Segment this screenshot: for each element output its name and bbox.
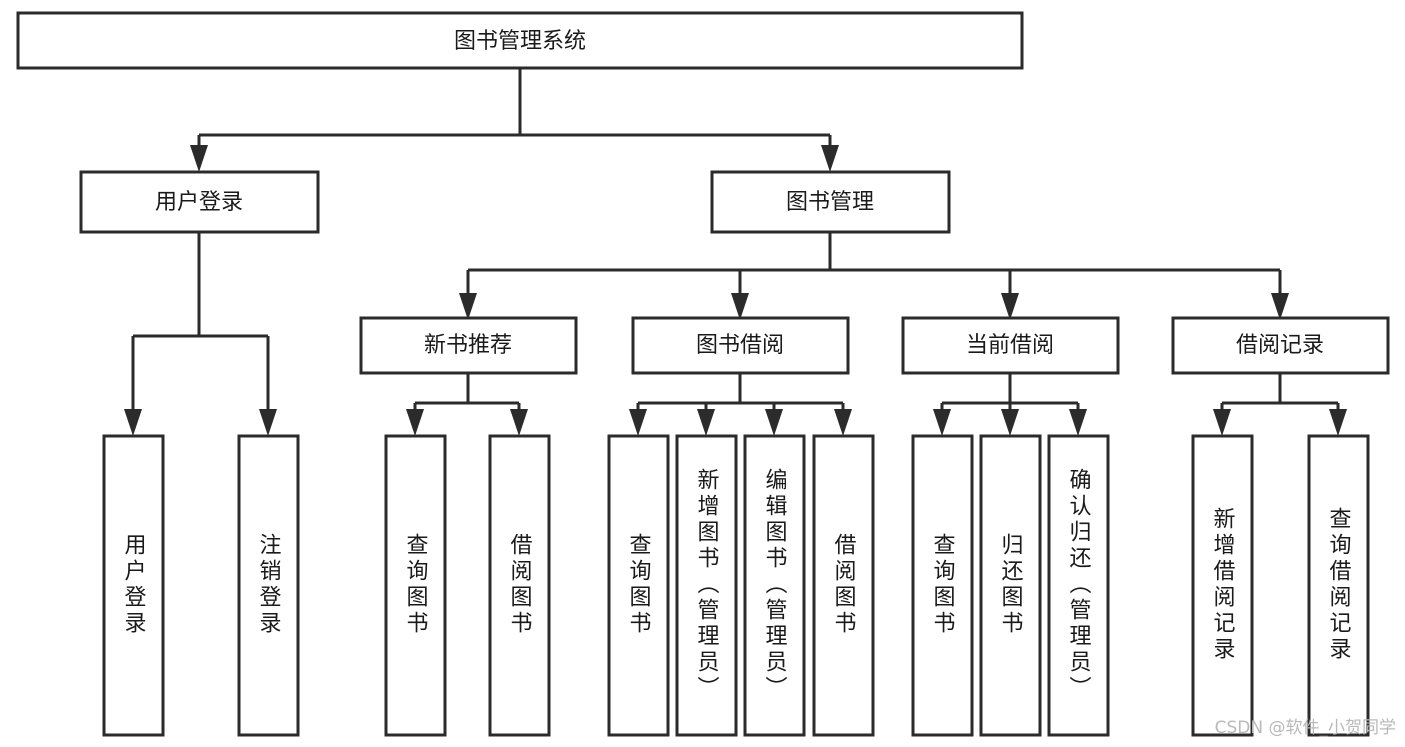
leaf-new-book-1-label: 查询图书 <box>403 533 429 637</box>
connectors-new-book-to-leaves <box>406 373 528 436</box>
arrow-to-borrow-icon <box>731 293 749 320</box>
arrow-current-leaf1-icon <box>933 409 951 436</box>
leaf-borrow-1-label: 查询图书 <box>626 533 652 637</box>
leaf-borrow-4-label: 借阅图书 <box>831 533 857 637</box>
connectors-book-mgmt-to-level3 <box>459 232 1289 320</box>
node-new-book-recommend[interactable]: 新书推荐 <box>359 316 578 375</box>
connectors-borrow-to-leaves <box>629 373 852 436</box>
leaf-user-login-1-box[interactable] <box>102 434 165 737</box>
leaf-user-login-1[interactable]: 用户登录 <box>102 434 165 737</box>
leaf-new-book-2-box[interactable] <box>488 434 551 737</box>
leaf-new-book-1[interactable]: 查询图书 <box>384 434 447 737</box>
leaf-records-1-box[interactable] <box>1191 434 1254 737</box>
arrow-to-records-icon <box>1271 293 1289 320</box>
leaf-borrow-4-box[interactable] <box>812 434 875 737</box>
arrow-new-book-leaf2-icon <box>510 409 528 436</box>
leaf-current-1-label: 查询图书 <box>930 533 956 637</box>
leaf-records-2-box[interactable] <box>1307 434 1370 737</box>
arrow-to-new-book-icon <box>459 293 477 320</box>
node-borrow-records-label: 借阅记录 <box>1236 333 1324 358</box>
arrow-current-leaf2-icon <box>1001 409 1019 436</box>
node-book-borrow[interactable]: 图书借阅 <box>631 316 850 375</box>
arrow-records-leaf1-icon <box>1213 409 1231 436</box>
arrow-borrow-leaf2-icon <box>697 409 715 436</box>
leaf-current-2-box[interactable] <box>979 434 1042 737</box>
leaf-records-1-label: 新增借阅记录 <box>1210 507 1236 663</box>
connectors-root-to-level2 <box>190 68 839 172</box>
node-root-system-box[interactable] <box>16 11 1024 70</box>
leaf-current-2-label: 归还图书 <box>998 533 1024 637</box>
leaf-current-2[interactable]: 归还图书 <box>979 434 1042 737</box>
leaf-current-3-label: 确认归还（管理员） <box>1066 468 1092 702</box>
node-root-system[interactable]: 图书管理系统 <box>16 11 1024 70</box>
connectors-current-to-leaves <box>933 373 1087 436</box>
node-user-login[interactable]: 用户登录 <box>79 170 320 234</box>
node-book-management[interactable]: 图书管理 <box>710 170 951 234</box>
node-book-management-label: 图书管理 <box>786 190 874 215</box>
leaf-borrow-2-box[interactable] <box>675 434 738 737</box>
node-new-book-recommend-box[interactable] <box>359 316 578 375</box>
arrow-records-leaf2-icon <box>1329 409 1347 436</box>
arrow-user-login-leaf2-icon <box>259 409 277 436</box>
leaf-borrow-2[interactable]: 新增图书（管理员） <box>675 434 738 737</box>
node-current-borrow[interactable]: 当前借阅 <box>901 316 1120 375</box>
leaf-borrow-3-box[interactable] <box>743 434 806 737</box>
node-root-system-label: 图书管理系统 <box>454 29 586 54</box>
leaf-records-2[interactable]: 查询借阅记录 <box>1307 434 1370 737</box>
csdn-watermark: CSDN @软件_小贺同学 <box>1215 718 1396 738</box>
leaf-current-1[interactable]: 查询图书 <box>911 434 974 737</box>
node-book-management-box[interactable] <box>710 170 951 234</box>
leaf-current-3[interactable]: 确认归还（管理员） <box>1047 434 1110 737</box>
node-user-login-box[interactable] <box>79 170 320 234</box>
node-book-borrow-box[interactable] <box>631 316 850 375</box>
leaf-user-login-2[interactable]: 注销登录 <box>237 434 300 737</box>
node-borrow-records[interactable]: 借阅记录 <box>1171 316 1390 375</box>
leaf-borrow-3-label: 编辑图书（管理员） <box>762 468 788 702</box>
arrow-borrow-leaf1-icon <box>629 409 647 436</box>
node-new-book-recommend-label: 新书推荐 <box>424 333 512 358</box>
leaf-user-login-2-box[interactable] <box>237 434 300 737</box>
leaf-new-book-2-label: 借阅图书 <box>507 533 533 637</box>
leaf-records-1[interactable]: 新增借阅记录 <box>1191 434 1254 737</box>
leaf-user-login-1-label: 用户登录 <box>121 533 147 637</box>
node-user-login-label: 用户登录 <box>155 190 243 215</box>
arrow-to-user-login-icon <box>190 145 208 172</box>
node-current-borrow-label: 当前借阅 <box>966 333 1054 358</box>
connectors-records-to-leaves <box>1213 373 1347 436</box>
leaf-borrow-2-label: 新增图书（管理员） <box>694 468 720 702</box>
leaf-new-book-1-box[interactable] <box>384 434 447 737</box>
leaf-user-login-2-label: 注销登录 <box>256 533 282 637</box>
leaf-current-1-box[interactable] <box>911 434 974 737</box>
arrow-new-book-leaf1-icon <box>406 409 424 436</box>
node-book-borrow-label: 图书借阅 <box>696 333 784 358</box>
leaf-current-3-box[interactable] <box>1047 434 1110 737</box>
arrow-user-login-leaf1-icon <box>124 409 142 436</box>
leaf-borrow-3[interactable]: 编辑图书（管理员） <box>743 434 806 737</box>
node-borrow-records-box[interactable] <box>1171 316 1390 375</box>
arrow-to-book-mgmt-icon <box>821 145 839 172</box>
node-current-borrow-box[interactable] <box>901 316 1120 375</box>
leaf-borrow-1-box[interactable] <box>607 434 670 737</box>
leaf-borrow-4[interactable]: 借阅图书 <box>812 434 875 737</box>
arrow-to-current-icon <box>1001 293 1019 320</box>
arrow-borrow-leaf4-icon <box>834 409 852 436</box>
leaf-borrow-1[interactable]: 查询图书 <box>607 434 670 737</box>
leaf-records-2-label: 查询借阅记录 <box>1326 507 1352 663</box>
leaf-new-book-2[interactable]: 借阅图书 <box>488 434 551 737</box>
arrow-current-leaf3-icon <box>1069 409 1087 436</box>
connectors-user-login-to-leaves <box>124 232 277 436</box>
arrow-borrow-leaf3-icon <box>765 409 783 436</box>
